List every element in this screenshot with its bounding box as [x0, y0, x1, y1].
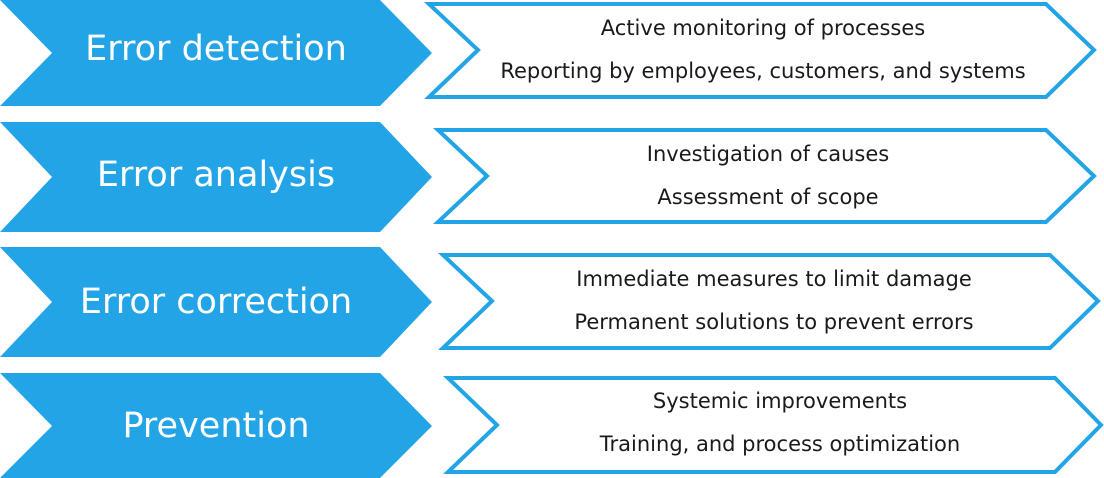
detail-item: Permanent solutions to prevent errors	[574, 310, 974, 334]
stage-label: Error analysis	[96, 155, 336, 195]
detail-item: Active monitoring of processes	[600, 16, 926, 40]
detail-chevron-error-detection	[423, 2, 1097, 99]
detail-chevron-prevention	[443, 376, 1104, 474]
stage-label: Prevention	[122, 406, 310, 446]
detail-item: Investigation of causes	[646, 142, 890, 166]
detail-chevron-error-analysis	[432, 128, 1097, 224]
detail-chevron-error-correction	[437, 253, 1101, 350]
detail-item: Systemic improvements	[652, 389, 908, 413]
stage-details: Immediate measures to limit damage Perma…	[484, 266, 1064, 335]
stage-chevron-prevention	[0, 373, 432, 478]
stage-details: Investigation of causes Assessment of sc…	[478, 141, 1058, 210]
stage-details: Active monitoring of processes Reporting…	[468, 15, 1058, 84]
stage-details: Systemic improvements Training, and proc…	[490, 388, 1070, 457]
stage-chevron-error-correction	[0, 247, 432, 357]
detail-item: Assessment of scope	[657, 185, 879, 209]
stage-label: Error correction	[79, 282, 353, 322]
detail-item: Training, and process optimization	[599, 432, 961, 456]
detail-item: Immediate measures to limit damage	[576, 267, 972, 291]
stage-chevron-error-analysis	[0, 122, 432, 232]
detail-item: Reporting by employees, customers, and s…	[500, 59, 1026, 83]
stage-label: Error detection	[85, 29, 347, 69]
stage-chevron-error-detection	[0, 0, 432, 106]
